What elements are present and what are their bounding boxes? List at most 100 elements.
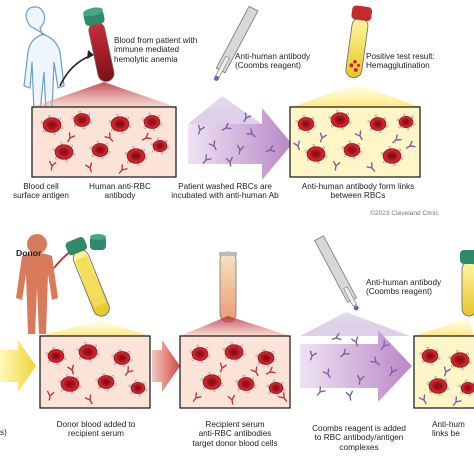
- surface-antigen: [150, 142, 154, 146]
- surface-antigen: [111, 354, 115, 357]
- surface-antigen: [113, 362, 117, 365]
- red-blood-cell: [297, 117, 315, 131]
- antibody: [354, 130, 363, 141]
- red-blood-cell: [237, 377, 255, 391]
- surface-antigen: [200, 378, 204, 381]
- red-blood-cell: [78, 344, 98, 360]
- antibody: [227, 394, 235, 405]
- copyright: ©2023 Cleveland Clinic: [370, 210, 439, 217]
- surface-antigen: [341, 127, 344, 130]
- surface-antigen: [235, 359, 238, 362]
- antibody: [141, 132, 152, 141]
- cone-2: [188, 96, 262, 124]
- surface-antigen: [242, 374, 246, 378]
- antibody: [265, 366, 276, 375]
- surface-antigen: [393, 163, 396, 166]
- surface-antigen: [138, 393, 142, 397]
- surface-antigen: [428, 390, 432, 394]
- surface-antigen: [63, 357, 67, 360]
- surface-antigen: [205, 347, 209, 350]
- surface-antigen: [348, 140, 352, 144]
- antibody: [265, 145, 276, 153]
- surface-antigen: [76, 376, 80, 380]
- surface-antigen: [45, 352, 49, 355]
- surface-antigen: [89, 359, 92, 362]
- surface-antigen: [398, 125, 402, 129]
- surface-antigen: [466, 352, 470, 356]
- antibody: [225, 156, 233, 167]
- surface-antigen: [128, 384, 132, 388]
- surface-antigen: [460, 391, 464, 395]
- recipient-serum-label: Recipient serum anti-RBC antibodies targ…: [192, 420, 278, 448]
- cone-1: [32, 82, 176, 107]
- antibody: [197, 124, 205, 135]
- right-partial-tube: [460, 250, 474, 317]
- red-blood-cell: [421, 349, 439, 363]
- surface-antigen: [426, 382, 430, 385]
- surface-antigen: [388, 146, 391, 149]
- surface-antigen: [166, 146, 170, 150]
- antibody: [345, 390, 353, 401]
- red-blood-cell: [130, 381, 146, 395]
- red-blood-cell: [143, 115, 161, 129]
- red-blood-cell: [268, 381, 284, 395]
- donor-blood-tube: [65, 237, 110, 317]
- surface-antigen: [312, 144, 315, 147]
- anti-rbc-antibody-label: Human anti-RBC antibody: [89, 182, 151, 201]
- surface-antigen: [276, 393, 280, 397]
- surface-antigen: [142, 381, 146, 385]
- donor-blood-label: Donor blood added to recipient serum: [56, 420, 136, 439]
- surface-antigen: [348, 121, 352, 124]
- antibody: [118, 164, 128, 174]
- antibody: [370, 356, 380, 366]
- surface-antigen: [218, 374, 222, 378]
- surface-antigen: [191, 358, 195, 361]
- surface-antigen: [58, 117, 62, 121]
- surface-antigen: [230, 342, 233, 345]
- antibody: [405, 140, 416, 149]
- antibody: [333, 160, 341, 171]
- surface-antigen: [157, 115, 161, 118]
- surface-antigen: [257, 362, 261, 365]
- surface-antigen: [122, 364, 126, 368]
- surface-antigen: [253, 385, 257, 388]
- antibody: [340, 348, 350, 358]
- surface-antigen: [382, 160, 386, 164]
- surface-antigen: [352, 156, 356, 160]
- floating-tube-cap: [90, 234, 106, 250]
- cone-4: [40, 320, 150, 336]
- surface-antigen: [237, 388, 241, 391]
- antibody: [221, 122, 232, 131]
- surface-antigen: [40, 121, 44, 124]
- antibody: [49, 160, 57, 171]
- surface-antigen: [251, 377, 255, 380]
- red-blood-cell: [330, 112, 350, 128]
- surface-antigen: [330, 124, 334, 128]
- surface-antigen: [378, 130, 382, 134]
- reagent-label-bottom: Anti-human antibody (Coombs reagent): [366, 278, 442, 297]
- surface-antigen: [207, 355, 211, 358]
- surface-antigen: [82, 126, 86, 130]
- surface-antigen: [235, 380, 239, 383]
- surface-antigen: [142, 148, 146, 152]
- surface-antigen: [84, 342, 87, 345]
- surface-antigen: [126, 160, 130, 164]
- antibody: [452, 396, 462, 406]
- surface-antigen: [412, 122, 416, 126]
- red-blood-cell: [113, 351, 131, 365]
- surface-antigen: [448, 356, 452, 359]
- antibody: [85, 162, 93, 173]
- surface-antigen: [306, 158, 310, 162]
- red-blood-cell: [126, 148, 146, 164]
- surface-antigen: [137, 163, 140, 166]
- surface-antigen: [130, 391, 134, 395]
- surface-antigen: [76, 348, 80, 351]
- surface-antigen: [402, 113, 406, 117]
- surface-antigen: [220, 383, 224, 386]
- surface-antigen: [95, 378, 99, 381]
- surface-antigen: [435, 349, 439, 352]
- surface-antigen: [52, 346, 56, 350]
- antibody: [366, 162, 376, 172]
- red-blood-cell: [60, 376, 80, 392]
